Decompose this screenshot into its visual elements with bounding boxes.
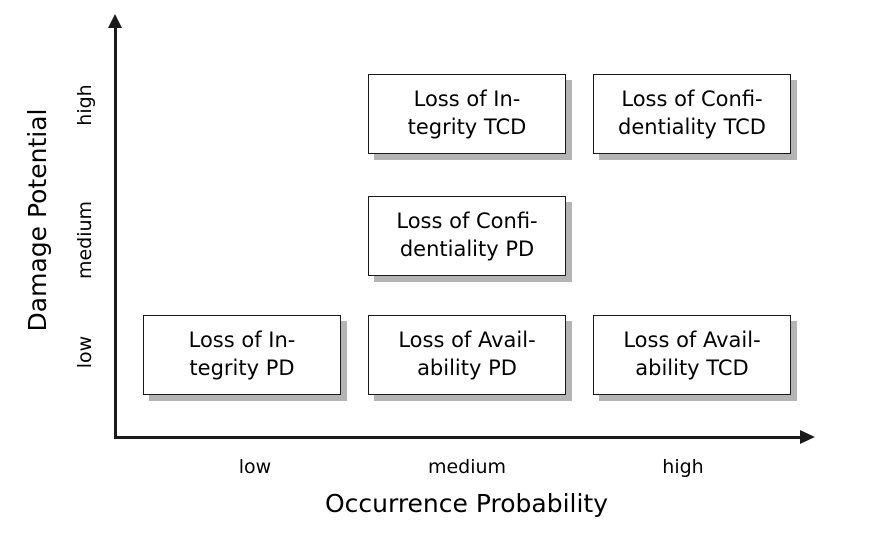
matrix-cell-line-1: Loss of In- (413, 87, 521, 112)
x-tick-medium: medium (427, 456, 507, 478)
matrix-cell-line-2: tegrity PD (189, 356, 295, 380)
matrix-cell-line-2: ability PD (417, 356, 517, 380)
y-axis-arrow-icon (108, 14, 122, 28)
x-axis-title: Occurrence Probability (324, 489, 609, 518)
matrix-cell-line-2: tegrity TCD (407, 115, 527, 139)
matrix-cell-line-1: Loss of Avail- (623, 328, 761, 353)
matrix-cell-line-2: dentiality PD (399, 237, 535, 261)
matrix-cell-label: Loss of In- tegrity TCD (396, 86, 539, 142)
matrix-cell-availability-pd: Loss of Avail- ability PD (368, 315, 566, 395)
matrix-cell-label: Loss of Avail- ability PD (386, 327, 547, 383)
matrix-cell-label: Loss of Confi- dentiality TCD (606, 86, 778, 142)
matrix-cell-line-1: Loss of Confi- (396, 209, 538, 234)
y-axis-line (114, 24, 117, 439)
y-tick-medium: medium (74, 200, 96, 280)
matrix-cell-line-2: ability TCD (635, 356, 749, 380)
matrix-cell-integrity-tcd: Loss of In- tegrity TCD (368, 74, 566, 154)
matrix-cell-label: Loss of Avail- ability TCD (611, 327, 772, 383)
y-axis-title: Damage Potential (23, 108, 52, 332)
matrix-cell-line-1: Loss of Avail- (398, 328, 536, 353)
matrix-cell-availability-tcd: Loss of Avail- ability TCD (593, 315, 791, 395)
matrix-cell-label: Loss of In- tegrity PD (177, 327, 308, 383)
matrix-cell-label: Loss of Confi- dentiality PD (384, 208, 549, 264)
x-axis-arrow-icon (800, 430, 815, 444)
matrix-cell-confidentiality-pd: Loss of Confi- dentiality PD (368, 196, 566, 276)
matrix-cell-line-1: Loss of Confi- (621, 87, 763, 112)
x-axis-line (114, 436, 804, 439)
y-tick-low: low (74, 335, 96, 369)
x-tick-high: high (662, 456, 704, 478)
matrix-cell-confidentiality-tcd: Loss of Confi- dentiality TCD (593, 74, 791, 154)
y-tick-high: high (74, 84, 96, 126)
matrix-cell-line-1: Loss of In- (188, 328, 296, 353)
matrix-cell-integrity-pd: Loss of In- tegrity PD (143, 315, 341, 395)
matrix-cell-line-2: dentiality TCD (618, 115, 766, 139)
x-tick-low: low (238, 456, 272, 478)
